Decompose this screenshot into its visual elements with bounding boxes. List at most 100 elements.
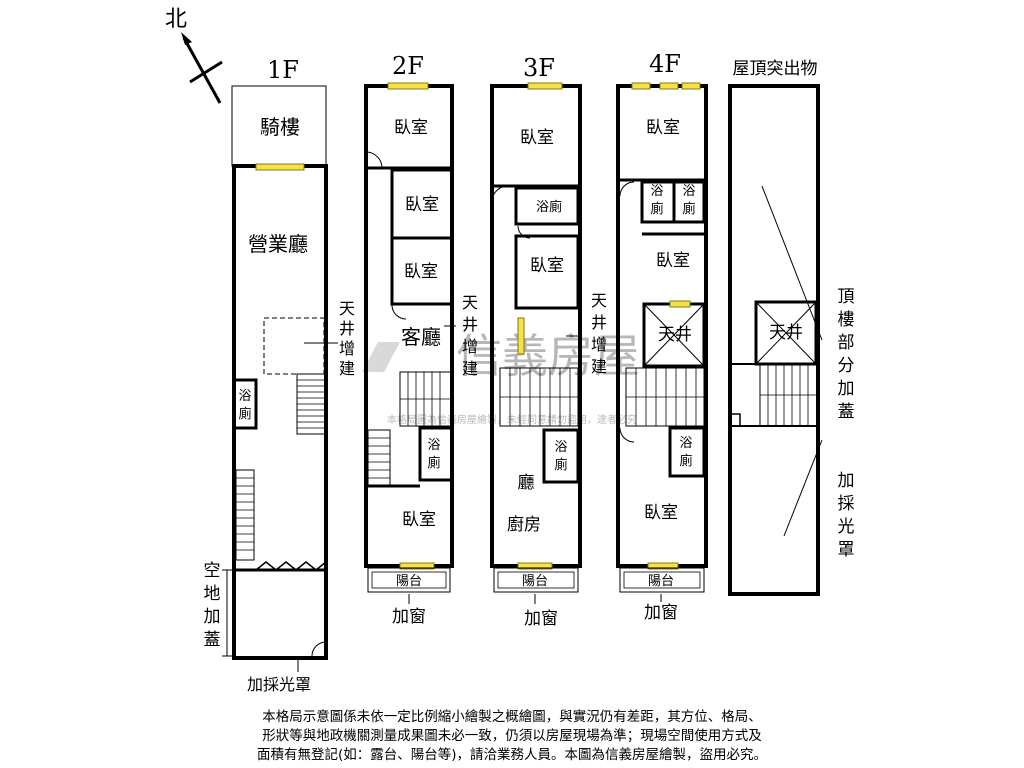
svg-text:天井: 天井 <box>658 325 692 345</box>
floor-title-roof: 屋頂突出物 <box>733 59 818 79</box>
skylight-extension-label-3f: 天 井 增 建 <box>591 291 607 376</box>
svg-text:浴: 浴 <box>554 440 567 455</box>
svg-text:天井: 天井 <box>769 323 803 343</box>
svg-text:增: 增 <box>462 337 478 356</box>
hall-3f: 廳 <box>518 473 535 493</box>
svg-text:地: 地 <box>204 584 221 604</box>
roof-addition-label: 頂 樓 部 分 加 蓋 <box>838 287 855 422</box>
svg-text:光: 光 <box>838 517 855 537</box>
floor-2f: 2F 臥室 臥室 臥室 客廳 天 井 增 建 <box>364 52 478 627</box>
svg-text:建: 建 <box>339 359 355 378</box>
bedroom-3-4f: 臥室 <box>644 503 678 523</box>
add-window-2f: 加窗 <box>392 607 426 627</box>
svg-text:建: 建 <box>591 357 607 376</box>
bedroom-1-3f: 臥室 <box>520 128 554 148</box>
floor-title-4f: 4F <box>649 50 681 78</box>
svg-text:加: 加 <box>838 379 855 399</box>
stairs-1f <box>296 373 328 435</box>
svg-text:廁: 廁 <box>427 455 440 471</box>
disclaimer-line-2: 形狀等與地政機關測量成果圖未必一致，仍須以房屋現場為準；現場空間使用方式及 <box>262 728 762 744</box>
floor-roof: 屋頂突出物 天井 頂 樓 部 分 加 蓋 加 <box>728 59 855 596</box>
balcony-4f <box>619 567 705 593</box>
svg-text:廁: 廁 <box>554 457 567 473</box>
watermark-line: 本格局圖為信義房屋繪製，未經同意請勿盜用，違者必究 <box>387 413 637 426</box>
svg-text:蓋: 蓋 <box>204 630 221 650</box>
svg-text:浴: 浴 <box>238 389 251 404</box>
svg-text:部: 部 <box>838 333 855 353</box>
stairs-roof <box>759 363 819 427</box>
balcony-2f <box>367 567 451 593</box>
stairs-3f <box>499 367 579 427</box>
compass: 北 <box>165 7 223 104</box>
bedroom-2-3f: 臥室 <box>530 256 564 276</box>
bedroom-2-2f: 臥室 <box>405 195 439 215</box>
svg-text:增: 增 <box>591 335 607 354</box>
arcade-label: 騎樓 <box>260 115 300 139</box>
watermark-brand: 信義房屋 <box>456 329 640 383</box>
svg-text:分: 分 <box>838 356 855 376</box>
floor-title-3f: 3F <box>523 54 555 82</box>
add-window-4f: 加窗 <box>644 603 678 623</box>
business-hall-label: 營業廳 <box>248 232 308 256</box>
svg-text:樓: 樓 <box>838 310 855 330</box>
disclaimer-line-1: 本格局示意圖係未依一定比例縮小繪製之概繪圖，與實況仍有差距，其方位、格局、 <box>262 709 762 725</box>
rear-door-1f <box>311 641 327 657</box>
north-arrow-icon <box>182 37 222 104</box>
svg-text:井: 井 <box>462 315 478 334</box>
add-window-3f: 加窗 <box>524 609 558 629</box>
floor-title-1f: 1F <box>267 56 299 84</box>
svg-text:天: 天 <box>591 291 607 310</box>
floor-1f: 1F 騎樓 營業廳 天 井 增 建 浴 廁 <box>204 56 356 694</box>
svg-text:天: 天 <box>339 299 355 318</box>
skylight-extension-label-2f: 天 井 增 建 <box>462 293 478 378</box>
bedroom-1-4f: 臥室 <box>646 118 680 138</box>
svg-text:浴: 浴 <box>682 184 695 199</box>
svg-text:浴: 浴 <box>679 436 692 451</box>
svg-text:廁: 廁 <box>682 201 695 217</box>
stairs-2f-lower <box>367 429 391 487</box>
watermark-logo-icon <box>362 342 400 372</box>
bath-1-3f <box>514 186 580 226</box>
stairs-4f <box>625 367 705 427</box>
svg-text:罩: 罩 <box>838 540 855 560</box>
svg-text:井: 井 <box>591 313 607 332</box>
svg-text:天: 天 <box>462 293 478 312</box>
floor-title-2f: 2F <box>392 52 424 80</box>
floor-outline-3f <box>490 84 582 568</box>
bath-label-1f: 浴 廁 <box>238 389 251 422</box>
vacant-cover-label: 空 地 加 蓋 <box>204 561 221 650</box>
disclaimer-note: 本格局示意圖係未依一定比例縮小繪製之概繪圖，與實況仍有差距，其方位、格局、 形狀… <box>160 708 864 765</box>
floor-3f: 3F 臥室 浴廁 臥室 天 井 增 建 浴 廁 <box>490 54 607 629</box>
kitchen-3f: 廚房 <box>507 514 541 535</box>
svg-text:空: 空 <box>204 561 221 581</box>
bath-2-3f <box>542 428 580 484</box>
svg-text:廁: 廁 <box>650 201 663 217</box>
front-window <box>255 163 305 171</box>
bath-b-4f <box>672 180 706 224</box>
balcony-3f <box>493 567 579 593</box>
svg-text:加: 加 <box>838 471 855 491</box>
svg-text:蓋: 蓋 <box>838 402 855 422</box>
compass-north-label: 北 <box>165 7 187 32</box>
bath-1f <box>232 378 258 430</box>
floor-4f: 4F 臥室 浴 廁 浴 廁 臥室 天井 <box>616 50 708 623</box>
skylight-extension-outline <box>263 317 325 375</box>
stairs-1f-lower <box>235 469 255 561</box>
roof-outline <box>728 84 820 596</box>
living-room-2f: 客廳 <box>401 325 441 349</box>
svg-text:浴: 浴 <box>427 438 440 453</box>
svg-text:浴廁: 浴廁 <box>536 199 562 215</box>
bedroom-3-2f: 臥室 <box>404 262 438 282</box>
svg-text:加: 加 <box>204 607 221 627</box>
svg-text:採: 採 <box>838 494 855 514</box>
bedroom-1-2f: 臥室 <box>394 118 428 138</box>
svg-text:陽台: 陽台 <box>522 574 548 589</box>
svg-text:廁: 廁 <box>238 406 251 422</box>
bedroom-4-2f: 臥室 <box>402 510 436 530</box>
light-cover-label-1f: 加採光罩 <box>247 675 311 694</box>
bedroom-2-4f: 臥室 <box>656 251 690 271</box>
svg-text:廁: 廁 <box>679 453 692 469</box>
disclaimer-line-3: 面積有無登記(如：露台、陽台等)，請洽業務人員。本圖為信義房屋繪製，盜用必究。 <box>256 747 768 763</box>
svg-text:陽台: 陽台 <box>396 574 422 589</box>
